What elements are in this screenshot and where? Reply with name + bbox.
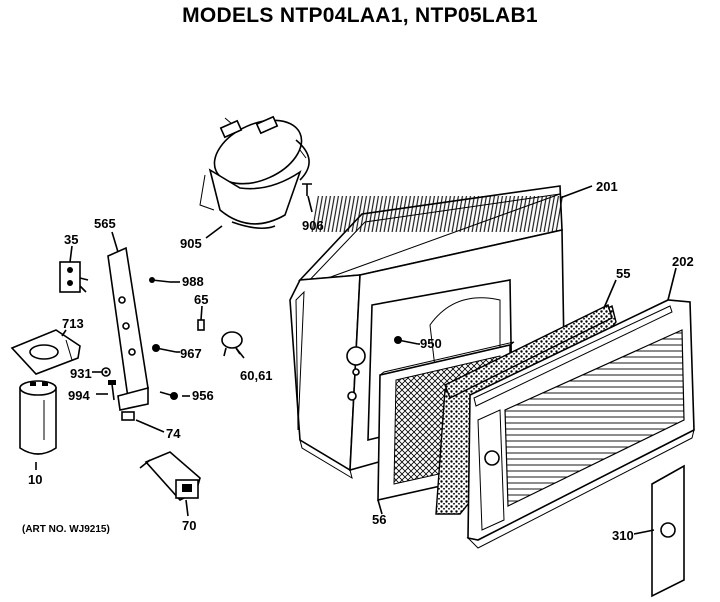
label-713: 713 [62,316,84,331]
nut-931 [101,367,111,377]
label-55: 55 [616,266,630,281]
bracket-565 [107,246,149,411]
fan-shroud-905 [199,115,310,230]
screw-967 [152,344,177,353]
label-905: 905 [180,236,202,251]
label-65: 65 [194,292,208,307]
clip-74 [121,411,135,421]
label-10: 10 [28,472,42,487]
label-956: 956 [192,388,214,403]
label-70: 70 [182,518,196,533]
label-56: 56 [372,512,386,527]
label-988: 988 [182,274,204,289]
label-202: 202 [672,254,694,269]
leader-lines [35,185,677,535]
side-strip-310 [651,464,685,598]
label-60-61: 60,61 [240,368,273,383]
label-201: 201 [596,179,618,194]
label-967: 967 [180,346,202,361]
clip-906 [302,183,312,196]
label-950: 950 [420,336,442,351]
control-70 [139,451,201,501]
art-number: (ART NO. WJ9215) [22,524,110,535]
switch-35 [59,261,89,293]
capacitor-10 [19,380,57,455]
screw-950 [394,336,419,345]
label-35: 35 [64,232,78,247]
screw-988 [149,277,171,283]
screw-956 [159,391,178,400]
part-labels: 201 202 55 56 310 905 906 35 565 988 65 … [28,179,694,543]
label-310: 310 [612,528,634,543]
plate-713 [10,329,81,375]
label-906: 906 [302,218,324,233]
part-65 [197,319,205,331]
label-74: 74 [166,426,181,441]
label-565: 565 [94,216,116,231]
diagram-title: MODELS NTP04LAA1, NTP05LAB1 [182,4,538,27]
screw-994 [108,380,116,401]
label-931: 931 [70,366,92,381]
front-panel-202 [466,299,695,549]
label-994: 994 [68,388,90,403]
